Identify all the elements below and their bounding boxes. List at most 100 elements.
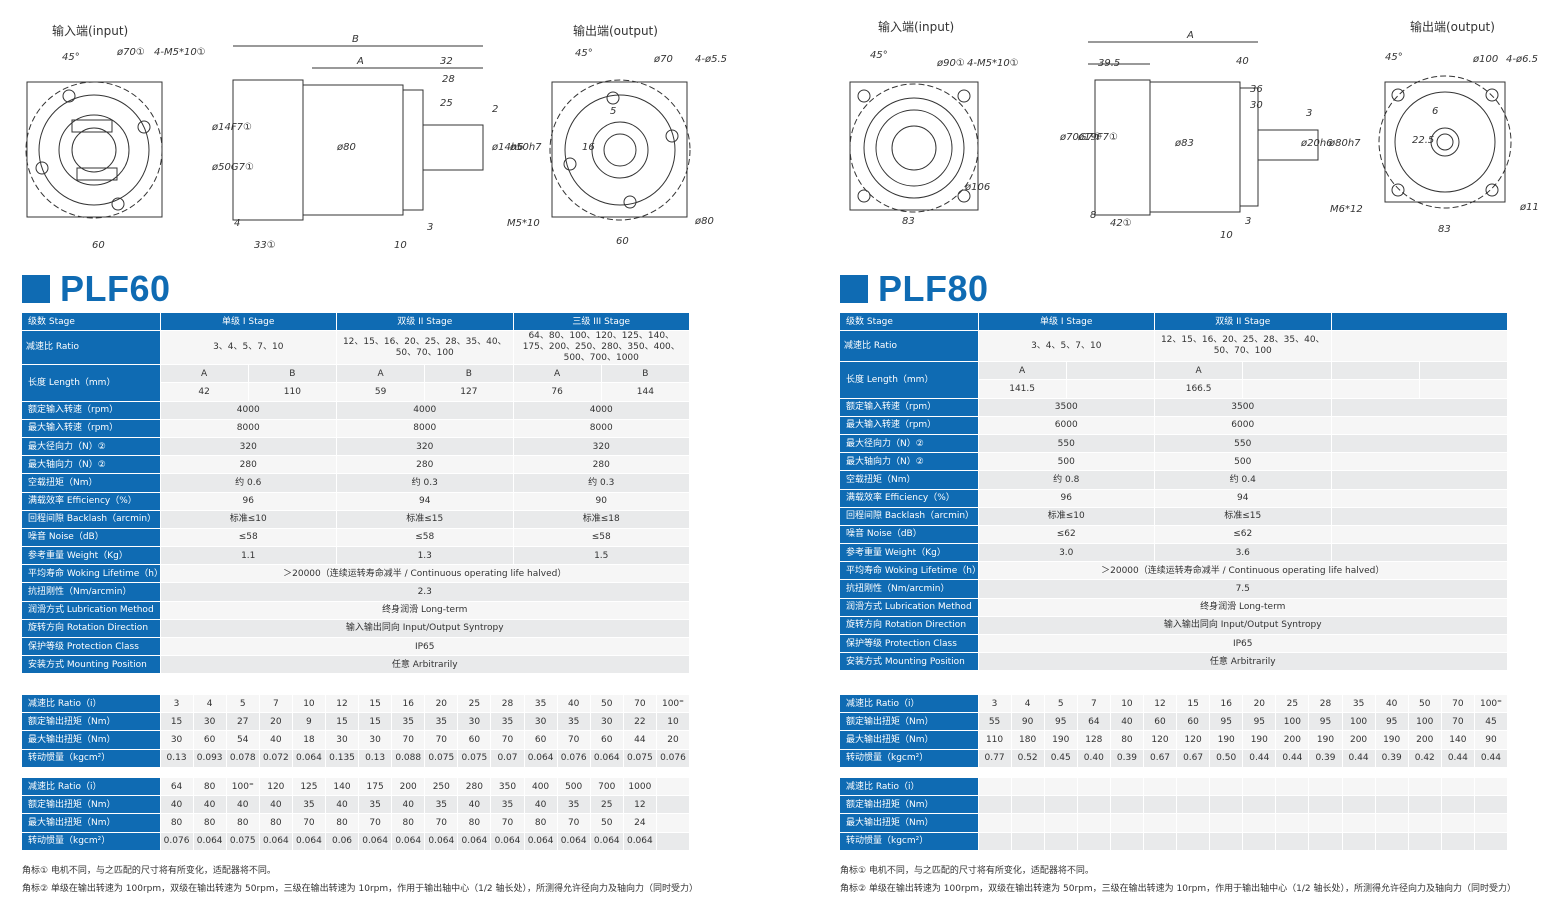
table-cell: 550 — [978, 434, 1155, 454]
table-row: 平均寿命 Woking Lifetime（h）＞20000（连续运转寿命减半 /… — [840, 561, 1508, 581]
table-cell: ≤62 — [1154, 525, 1332, 545]
length-value: 59 — [336, 382, 426, 402]
table-cell: 25 — [590, 795, 624, 815]
table-cell: 标准≤10 — [978, 507, 1155, 526]
table-cell — [1110, 832, 1144, 851]
table-cell: ≤58 — [336, 528, 514, 548]
row-label: 润滑方式 Lubrication Method — [22, 601, 161, 620]
table-cell: 70 — [358, 813, 393, 833]
heading-square-icon — [840, 275, 868, 303]
row-label: 最大输出扭矩（Nm） — [840, 813, 979, 833]
table-cell — [1474, 778, 1509, 797]
table-cell: 1.5 — [513, 546, 690, 566]
table-cell: 190 — [1044, 730, 1078, 750]
length-head — [1066, 361, 1156, 381]
length-head: B — [601, 364, 691, 384]
table-cell: 25 — [457, 695, 492, 714]
table-cell: 0.064 — [457, 832, 492, 851]
table-cell: 320 — [160, 437, 337, 457]
table-cell: 280 — [513, 455, 690, 475]
table-cell: 70 — [623, 695, 657, 714]
stage-header: 单级 I Stage — [160, 313, 337, 332]
dimension-label: 28 — [442, 74, 455, 85]
row-label: 最大输出扭矩（Nm） — [22, 730, 161, 750]
stage-header: 单级 I Stage — [978, 313, 1155, 332]
table-cell: 35 — [490, 795, 525, 815]
row-label: 转动惯量（kgcm²） — [22, 749, 161, 768]
table-cell: 70 — [391, 730, 426, 750]
table-cell: 40 — [160, 795, 194, 815]
model-title: PLF80 — [878, 268, 989, 309]
row-label: 回程间隙 Backlash（arcmin） — [22, 510, 161, 529]
length-head: A — [160, 364, 249, 384]
dimension-label: 4-M5*10① — [154, 47, 206, 58]
dimension-label: 4-M5*10① — [967, 58, 1019, 69]
table-cell: 0.088 — [391, 749, 426, 768]
row-label: 润滑方式 Lubrication Method — [840, 598, 979, 617]
length-value: 166.5 — [1154, 379, 1244, 399]
dimension-label: 6 — [1432, 106, 1438, 117]
dimension-label: ø50h7 — [509, 142, 542, 153]
table-cell: 40 — [524, 795, 558, 815]
dimension-label: ø80 — [694, 216, 714, 227]
table-cell: 90 — [513, 492, 690, 511]
model-heading: PLF80 — [840, 268, 989, 309]
table-cell: 4000 — [336, 401, 514, 420]
table-cell: ＞20000（连续运转寿命减半 / Continuous operating l… — [160, 564, 690, 584]
table-cell: 0.064 — [524, 832, 558, 851]
table-cell: 40 — [1375, 695, 1409, 714]
dimension-label: ø20h6 — [1300, 138, 1333, 149]
table-cell: 0.42 — [1408, 749, 1442, 768]
row-label: 参考重量 Weight（Kg） — [22, 546, 161, 566]
table-cell: 22 — [623, 712, 657, 732]
row-label: 额定输出扭矩（Nm） — [22, 795, 161, 815]
stage-header: 双级 II Stage — [1154, 313, 1332, 332]
table-cell: 100⁼ — [656, 695, 691, 714]
table-cell: 96 — [978, 489, 1155, 508]
table-cell: 10 — [1110, 695, 1144, 714]
table-cell: 0.064 — [193, 832, 227, 851]
ratio-cell: 12、15、16、20、25、28、35、40、50、70、100 — [1154, 330, 1332, 363]
dimension-label: 3 — [1306, 108, 1312, 119]
table-cell — [1375, 795, 1409, 815]
table-cell: 30 — [160, 730, 194, 750]
table-cell: 15 — [358, 695, 393, 714]
table-cell: 95 — [1044, 712, 1078, 732]
table-cell: 4 — [1011, 695, 1045, 714]
table-row: 抗扭刚性（Nm/arcmin）2.3 — [22, 582, 690, 602]
table-cell: 0.064 — [259, 832, 293, 851]
table-cell: 20 — [656, 730, 691, 750]
table-row: 抗扭刚性（Nm/arcmin）7.5 — [840, 579, 1508, 599]
heading-square-icon — [22, 275, 50, 303]
row-label: 安装方式 Mounting Position — [840, 652, 979, 672]
table-cell: 28 — [490, 695, 525, 714]
table-cell: 0.13 — [160, 749, 194, 768]
row-label: 减速比 Ratio — [22, 330, 161, 366]
table-cell — [1209, 832, 1244, 851]
table-cell: 80 — [457, 813, 492, 833]
table-cell: 5 — [226, 695, 260, 714]
table-cell — [1242, 795, 1277, 815]
dimension-label: ø11 — [1519, 202, 1539, 213]
table-cell — [1342, 778, 1376, 797]
length-head — [1419, 361, 1509, 381]
table-cell: 55 — [978, 712, 1012, 732]
table-cell: 40 — [325, 795, 360, 815]
row-label: 额定输出扭矩（Nm） — [840, 712, 979, 732]
table-cell: 约 0.4 — [1154, 470, 1332, 490]
table-cell: 40 — [259, 730, 293, 750]
table-cell: 0.078 — [226, 749, 260, 768]
row-label: 减速比 Ratio（i） — [22, 778, 161, 797]
table-cell — [1342, 813, 1376, 833]
table-cell: 15 — [160, 712, 194, 732]
table-cell: 80 — [524, 813, 558, 833]
